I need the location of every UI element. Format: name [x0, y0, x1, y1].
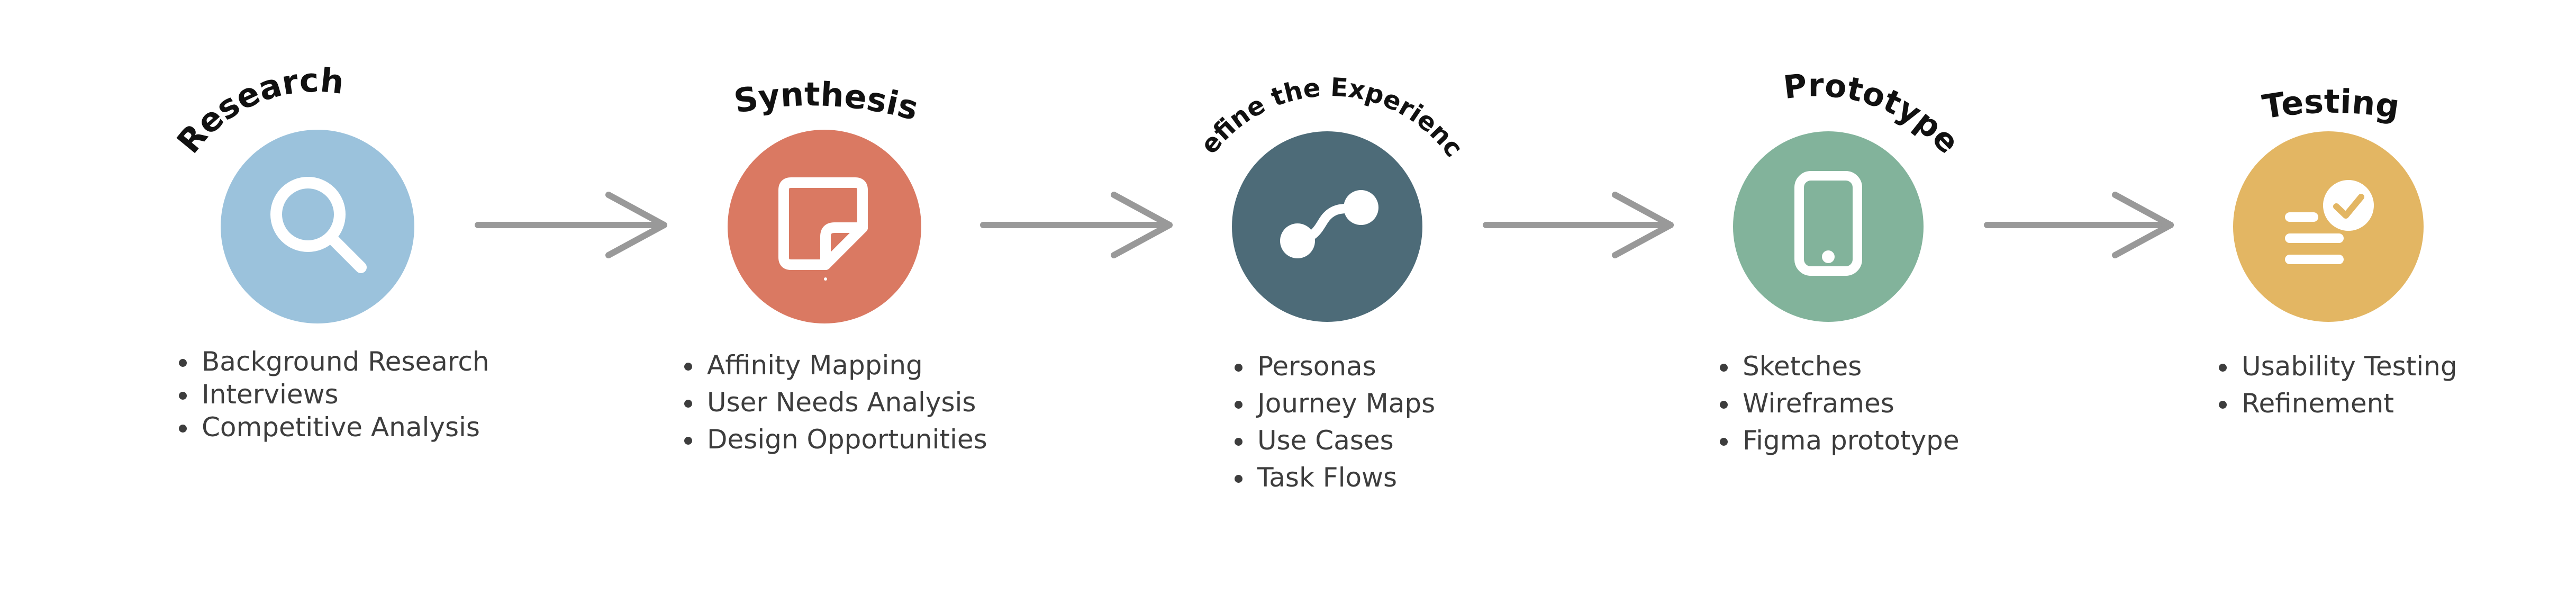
svg-text:Testing: Testing [2260, 82, 2402, 127]
testing-activities-list: Usability Testing Refinement [2212, 348, 2457, 422]
sticky-note-icon [778, 177, 868, 281]
svg-text:Synthesis: Synthesis [731, 75, 922, 128]
list-item: Competitive Analysis [198, 411, 489, 444]
checklist-icon [2285, 180, 2374, 264]
step-circle-define-the-experience [1232, 131, 1422, 322]
step-circle-prototype [1733, 131, 1924, 322]
step-circle-testing [2233, 131, 2424, 322]
list-item: Usability Testing [2238, 348, 2457, 385]
arrow-define-to-prototype [1483, 192, 1674, 258]
list-item: User Needs Analysis [704, 384, 987, 421]
mobile-phone-icon [1794, 171, 1862, 276]
synthesis-activities-list: Affinity Mapping User Needs Analysis Des… [677, 347, 987, 458]
arrow-research-to-synthesis [475, 192, 667, 258]
list-item: Affinity Mapping [704, 347, 987, 384]
arrow-prototype-to-testing [1984, 192, 2174, 258]
arrow-synthesis-to-define [980, 192, 1173, 258]
list-item: Task Flows [1254, 459, 1435, 496]
step-title-define-the-experience: Define the Experience [0, 0, 1469, 163]
list-item: Interviews [198, 378, 489, 411]
list-item: Use Cases [1254, 422, 1435, 459]
search-icon [270, 177, 367, 273]
user-flow-icon [1280, 190, 1378, 258]
list-item: Design Opportunities [704, 421, 987, 458]
step-title-testing: Testing [2260, 82, 2402, 127]
step-title-synthesis: Synthesis [731, 75, 922, 128]
research-activities-list: Background Research Interviews Competiti… [172, 345, 489, 444]
list-item: Sketches [1739, 348, 1960, 385]
list-item: Personas [1254, 348, 1435, 385]
list-item: Figma prototype [1739, 422, 1960, 459]
list-item: Wireframes [1739, 385, 1960, 422]
define-activities-list: Personas Journey Maps Use Cases Task Flo… [1228, 348, 1435, 496]
step-circle-research [221, 130, 414, 323]
list-item: Journey Maps [1254, 385, 1435, 422]
prototype-activities-list: Sketches Wireframes Figma prototype [1713, 348, 1960, 459]
list-item: Refinement [2238, 385, 2457, 422]
svg-text:Define the Experience: Define the Experience [0, 0, 1469, 163]
list-item: Background Research [198, 345, 489, 378]
